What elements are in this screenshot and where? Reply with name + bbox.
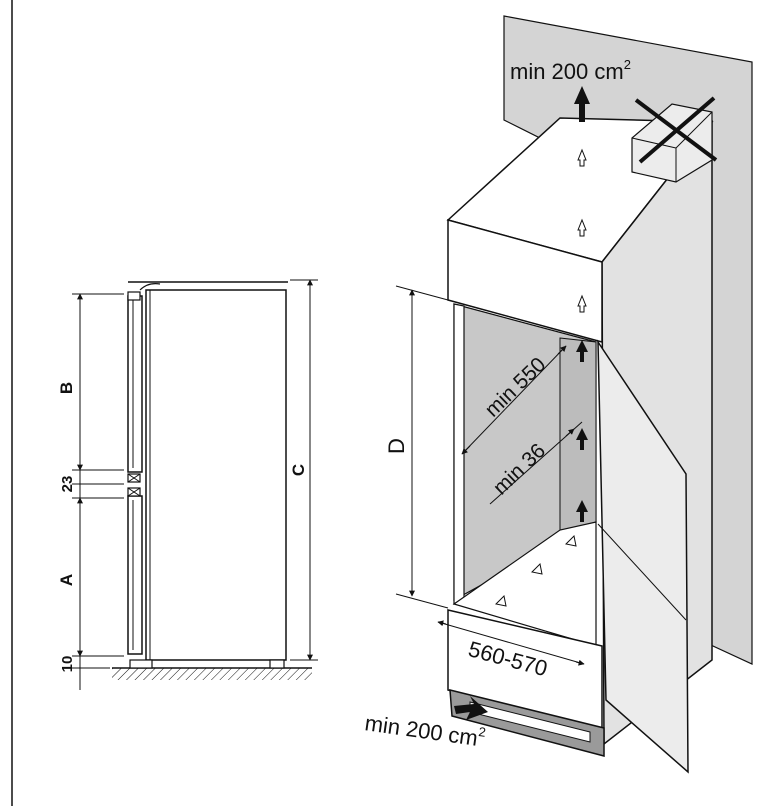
- dim-label-c: C: [289, 464, 308, 476]
- airflow-arrow-5: [530, 562, 543, 575]
- cross-line-2: [638, 96, 716, 164]
- vent-top-label: min 200 cm2: [510, 57, 631, 84]
- niche-rear-channel: [559, 337, 597, 533]
- floor-hatch: [112, 668, 312, 680]
- airflow-solid-arrows: [454, 86, 590, 720]
- dim-line-width: [437, 621, 585, 665]
- airflow-arrow-6: [494, 594, 507, 607]
- airflow-arrow-4: [564, 534, 577, 547]
- top-hinge: [139, 283, 161, 291]
- door-divide: [597, 523, 687, 621]
- front-foot: [129, 659, 153, 669]
- dim-label-base: 10: [59, 656, 76, 673]
- cabinet-side: [145, 289, 287, 661]
- hinge-top: [127, 291, 141, 301]
- vent-bottom-arrow: [454, 696, 488, 720]
- side-view: B 23 A 10 C: [57, 279, 318, 690]
- open-door: [597, 339, 689, 774]
- upper-door: [127, 295, 143, 473]
- dim-label-d: D: [384, 438, 409, 454]
- rear-foot: [269, 659, 285, 669]
- obstruction-box: [631, 103, 713, 183]
- dim-label-gap: 23: [59, 476, 76, 493]
- airflow-arrow-3: [577, 294, 587, 313]
- top-panel-front: [447, 219, 603, 343]
- airflow-arrow-1: [577, 148, 587, 167]
- dim-line-depth: [461, 345, 567, 455]
- airflow-arrow-2: [577, 218, 587, 237]
- dim-label-a: A: [57, 574, 76, 586]
- channel-arrow-1: [576, 340, 588, 362]
- installation-view: D min 550 min 36 560-570 min 200 cm2 min…: [363, 15, 753, 774]
- lower-door: [127, 495, 143, 655]
- vent-top-arrow: [574, 86, 590, 122]
- dim-label-b: B: [57, 382, 76, 394]
- airflow-hollow-arrows: [494, 148, 587, 607]
- channel-arrow-3: [576, 500, 588, 522]
- channel-arrow-2: [576, 428, 588, 450]
- niche-floor: [452, 521, 597, 647]
